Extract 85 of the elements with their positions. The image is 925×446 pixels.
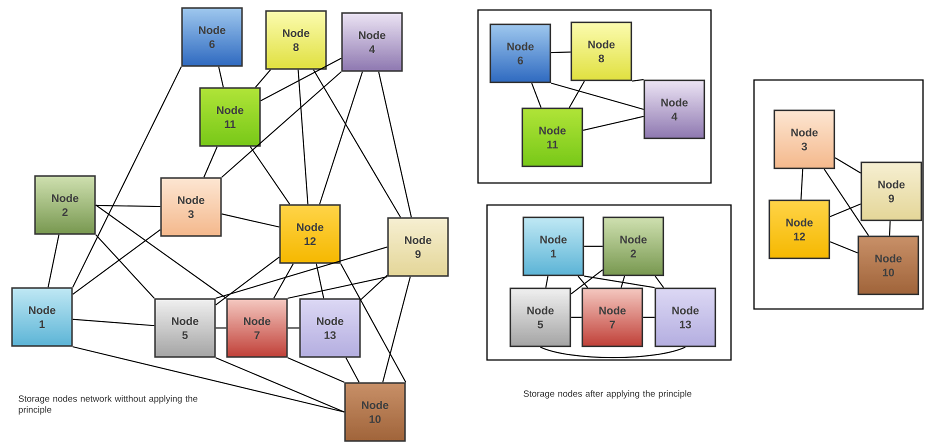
connector-line (216, 357, 344, 412)
connector-line (568, 80, 585, 108)
connector-line (288, 357, 344, 383)
group-frame (753, 79, 924, 310)
node-box: Node 5 (510, 288, 572, 348)
connector-line (260, 58, 342, 102)
node-box: Node 9 (387, 217, 449, 277)
connector-line (345, 357, 360, 382)
connector-line (643, 316, 655, 318)
node-box: Node 9 (860, 162, 922, 222)
node-box: Node 12 (768, 200, 830, 260)
connector-line (221, 71, 342, 178)
connector-line (654, 276, 664, 288)
connector-line (72, 229, 161, 295)
connector-line (824, 168, 869, 236)
connector-line (620, 276, 626, 288)
connector-line (830, 241, 858, 254)
node-box: Node 12 (279, 204, 341, 264)
connector-line (72, 66, 182, 288)
connector-line (582, 116, 644, 131)
connector-line (222, 213, 280, 228)
connector-line (72, 318, 154, 326)
node-box: Node 5 (154, 298, 216, 358)
connector-line (273, 263, 294, 299)
node-box: Node 4 (341, 12, 403, 72)
connector-line (834, 157, 861, 174)
connector-line (632, 79, 644, 82)
node-box: Node 7 (226, 298, 288, 358)
node-box: Node 4 (644, 80, 706, 140)
connector-line (215, 256, 280, 306)
node-box: Node 8 (265, 10, 327, 70)
node-box: Node 10 (344, 382, 406, 442)
connector-line (830, 204, 861, 218)
node-box: Node 7 (582, 288, 644, 348)
group-frame (486, 204, 732, 361)
connector-line (216, 246, 388, 299)
connector-line (545, 276, 548, 288)
connector-line (378, 72, 412, 218)
node-box: Node 3 (774, 110, 836, 170)
connector-line (571, 316, 582, 318)
connector-line (95, 234, 155, 299)
connector-line (360, 274, 388, 300)
connector-line (203, 146, 218, 178)
node-box: Node 6 (490, 24, 552, 84)
connector-line (584, 276, 655, 288)
connector-line (316, 264, 324, 298)
caption-text: Storage nodes after applying the principle (524, 390, 692, 399)
connector-line (72, 346, 344, 413)
connector-line (340, 263, 406, 382)
connector-line (216, 327, 226, 329)
connector-line (298, 70, 308, 204)
node-box: Node 1 (522, 216, 584, 276)
connector-line (218, 66, 224, 88)
node-box: Node 3 (160, 177, 222, 237)
node-box: Node 1 (11, 287, 73, 347)
connector-line (319, 72, 363, 204)
connector-line (382, 276, 411, 382)
connector-line (96, 204, 160, 208)
node-box: Node 2 (34, 175, 96, 235)
connector-line (550, 82, 644, 110)
connector-line (800, 169, 804, 200)
connector-line (551, 52, 571, 54)
connector-line (584, 246, 603, 247)
connector-line (255, 69, 271, 88)
node-box: Node 10 (858, 236, 920, 296)
connector-line (95, 204, 227, 299)
connector-line (578, 276, 588, 288)
node-box: Node 8 (570, 22, 632, 82)
caption-text: Storage nodes network witthout applying the principle (18, 395, 198, 415)
node-box: Node 11 (199, 87, 261, 147)
node-box: Node 13 (299, 298, 361, 358)
connector-line (889, 221, 891, 236)
connector-line (570, 269, 603, 294)
node-box: Node 13 (654, 288, 716, 348)
connector-line (250, 146, 290, 205)
connector-line (531, 82, 542, 108)
node-box: Node 6 (181, 7, 243, 67)
connector-line (48, 234, 60, 288)
node-box: Node 2 (602, 216, 664, 276)
connector-line (540, 346, 686, 358)
connector-line (288, 327, 300, 329)
node-box: Node 11 (522, 108, 584, 168)
group-frame (477, 9, 712, 184)
connector-line (288, 276, 388, 299)
connector-line (313, 69, 401, 218)
